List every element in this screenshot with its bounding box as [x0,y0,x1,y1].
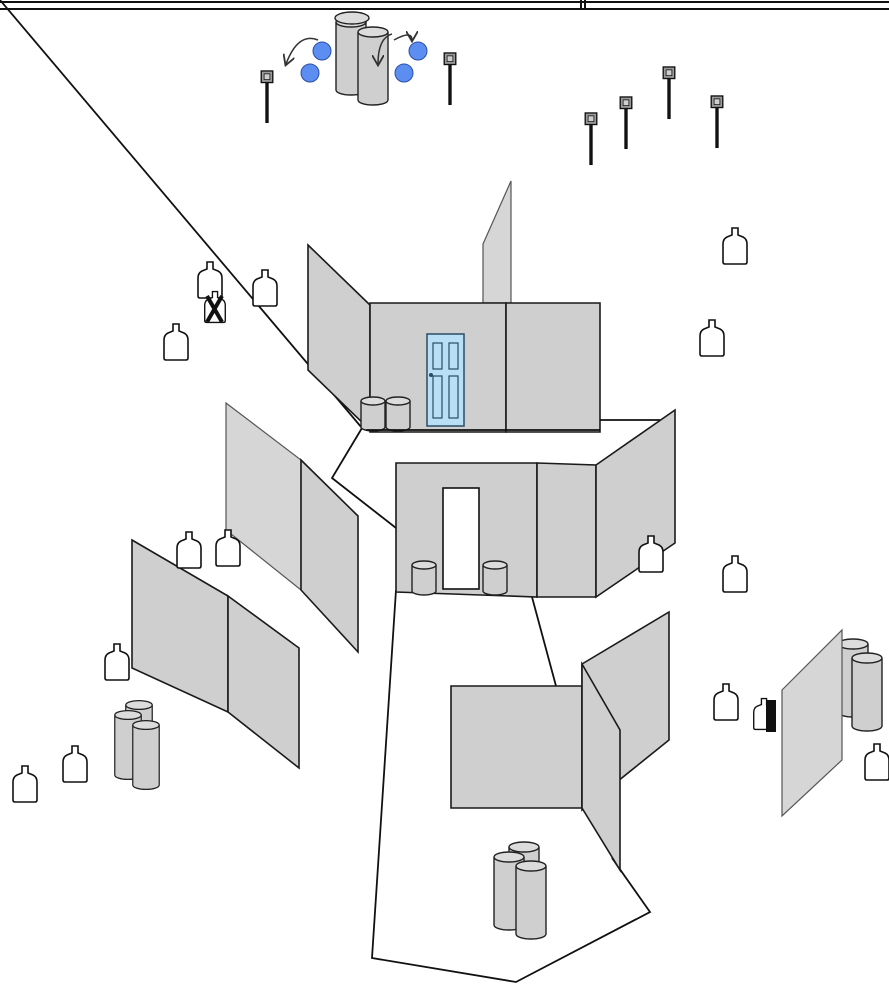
paper-target [12,765,38,803]
paper-target [752,697,776,732]
paper-target [104,643,130,681]
paper-target [197,261,223,299]
barrier-wall [131,401,359,770]
paper-target [176,531,202,569]
paper-target [864,743,889,781]
no-shoot-target [203,290,227,324]
barrel [385,396,411,432]
rotation-arrow-icon [378,33,393,64]
steel-target-stand [709,95,725,149]
barrel [132,719,160,791]
spinner-plate [300,63,320,83]
rotation-arrow-icon [393,35,412,40]
barrier-wall [395,408,676,599]
spinning-target-assembly [286,11,428,106]
barrel [515,860,547,940]
paper-target [62,745,88,783]
barrel [482,560,508,596]
paper-target [722,227,748,265]
steel-target-stand [259,70,275,124]
paper-target [722,555,748,593]
doorway-opening [442,487,480,590]
barrier-wall [450,610,670,873]
steel-target-stand [661,66,677,120]
barrier-wall [781,628,843,818]
barrel [357,26,389,106]
paper-target [252,269,278,307]
barrel [851,652,883,732]
paper-target [713,683,739,721]
steel-target-stand [442,52,458,106]
door[interactable] [426,333,465,427]
top-border-bar [0,0,889,11]
rotation-arrow-icon [286,37,319,64]
paper-target [163,323,189,361]
steel-target-stand [618,96,634,150]
spinner-plate [408,41,428,61]
barrel [411,560,437,596]
barrel [360,396,386,432]
steel-target-stand [583,112,599,166]
spinner-plate [394,63,414,83]
paper-target [699,319,725,357]
spinner-plate [312,41,332,61]
shooting-area-boundary [0,0,652,983]
